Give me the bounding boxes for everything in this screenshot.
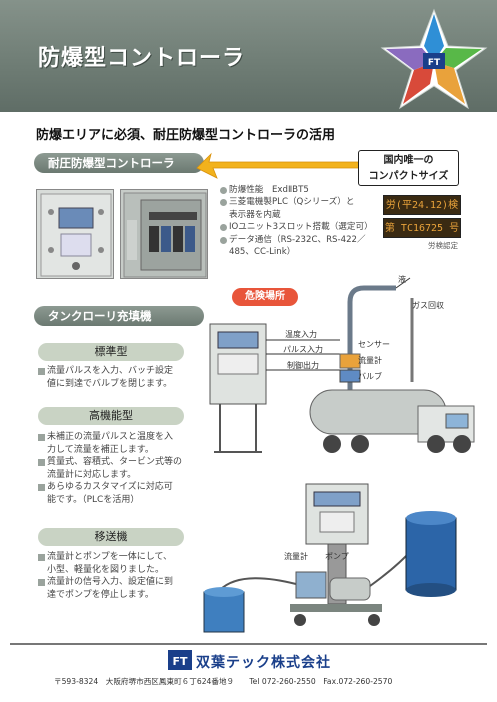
label-flowmeter-transfer: 流量計 (284, 552, 308, 561)
subsection-advanced: 高機能型 (38, 407, 184, 425)
bullet-item-cont: 流量計に対応します。 (47, 469, 137, 480)
spec-item: 防爆性能 ExdⅡBT5 (220, 184, 370, 196)
bullet-item-cont: 力して流量を補正します。 (47, 444, 154, 455)
svg-text:FT: FT (172, 655, 188, 668)
spec-list: 防爆性能 ExdⅡBT5 三菱電機製PLC（Qシリーズ）と 表示器を内蔵 IOユ… (220, 184, 373, 258)
spec-item: データ通信（RS-232C、RS-422／ (220, 234, 370, 246)
bullet-item-cont: 小型、軽量化を図りました。 (47, 564, 165, 575)
danger-zone-label: 危険場所 (232, 288, 298, 306)
main-heading: 防爆エリアに必須、耐圧防爆型コントローラの活用 (36, 128, 336, 143)
bullet-item: 未補正の流量パルスと温度を入 (38, 431, 190, 444)
lightning-arrow-icon (196, 152, 362, 179)
spec-item-cont: 485、CC-Link） (229, 247, 296, 258)
bullet-item-cont: 値に到達でバルブを閉じます。 (47, 378, 173, 389)
page-title: 防爆型コントローラ (38, 46, 246, 71)
tanker-diagram (209, 277, 475, 453)
bullet-item: 流量パルスを入力、バッチ設定 (38, 365, 190, 378)
subsection-standard: 標準型 (38, 343, 184, 361)
footer-divider (10, 643, 487, 645)
controller-photo-front (36, 189, 114, 279)
label-gas-recovery: ガス回収 (412, 301, 444, 310)
subsection-transfer: 移送機 (38, 528, 184, 546)
section-pill-controller: 耐圧防爆型コントローラ (34, 153, 204, 173)
bullet-item: 質量式、容積式、タービン式等の (38, 456, 190, 469)
bullet-item: あらゆるカスタマイズに対応可 (38, 481, 190, 494)
cert-plate-2: 第 TC16725 号 (383, 218, 461, 238)
advanced-bullets: 未補正の流量パルスと温度を入 力して流量を補正します。 質量式、容積式、タービン… (38, 431, 190, 506)
cert-plate-1: 労(平24.12)検 (383, 195, 461, 215)
cert-note: 労検認定 (428, 241, 458, 250)
label-pump: ポンプ (325, 552, 349, 561)
company-name: 双葉テック株式会社 (196, 655, 331, 671)
standard-bullets: 流量パルスを入力、バッチ設定 値に到達でバルブを閉じます。 (38, 365, 190, 390)
spec-item: 三菱電機製PLC（Qシリーズ）と (220, 196, 370, 208)
label-sensor: センサー (358, 340, 390, 349)
company-address: 〒593-8324 大阪府堺市西区鳳東町６丁624番地９ Tel 072-260… (54, 677, 393, 686)
transfer-diagram (203, 483, 457, 633)
badge-line-1: 国内唯一の (383, 155, 434, 166)
bullet-item: 流量計の信号入力、設定値に到 (38, 576, 190, 589)
label-control-output: 制御出力 (287, 361, 319, 370)
spec-item-cont: 表示器を内蔵 (229, 209, 281, 220)
header-banner: 防爆型コントローラ FT (0, 0, 497, 112)
controller-photo-inside (120, 189, 208, 279)
bullet-item-cont: 達でポンプを停止します。 (47, 589, 154, 600)
compact-size-badge: 国内唯一の コンパクトサイズ (358, 150, 459, 186)
transfer-bullets: 流量計とポンプを一体にして、 小型、軽量化を図りました。 流量計の信号入力、設定… (38, 551, 190, 601)
badge-line-2: コンパクトサイズ (368, 171, 449, 182)
label-temp-input: 温度入力 (285, 330, 317, 339)
section-pill-tanker: タンクローリ充填機 (34, 306, 204, 326)
star-emblem-icon: FT (380, 8, 488, 110)
label-flowmeter: 流量計 (358, 356, 382, 365)
svg-text:FT: FT (428, 58, 441, 68)
label-liquid: 液 (398, 275, 406, 284)
label-pulse-input: パルス入力 (283, 345, 323, 354)
label-valve: バルブ (358, 372, 382, 381)
bullet-item: 流量計とポンプを一体にして、 (38, 551, 190, 564)
company-logo-icon: FT (168, 650, 192, 670)
spec-item: IOユニット3スロット搭載（選定可） (220, 221, 373, 233)
bullet-item-cont: 能です。（PLCを活用） (47, 494, 140, 505)
